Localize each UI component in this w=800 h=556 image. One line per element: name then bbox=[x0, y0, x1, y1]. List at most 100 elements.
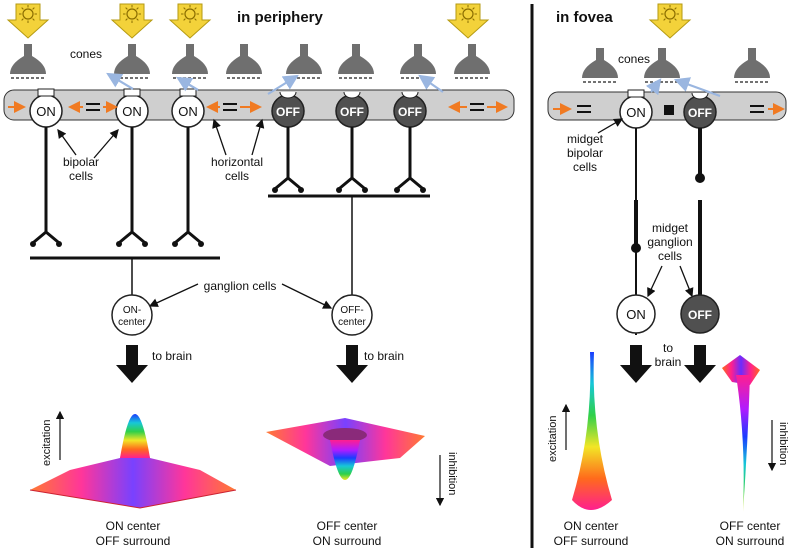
midget-off-terminal bbox=[695, 173, 705, 183]
sun-arrows-periphery bbox=[6, 3, 490, 39]
to-brain-label-fovea-1: to bbox=[663, 341, 673, 355]
midget-ganglion-label: midget ganglion cells bbox=[647, 221, 692, 263]
midget-bipolar-off-cell: OFF bbox=[683, 92, 717, 129]
axon-terminals-periphery bbox=[30, 176, 426, 247]
fovea-on-center-receptive-field-plot bbox=[572, 352, 612, 510]
gap-junction-fovea bbox=[664, 105, 674, 115]
inhibition-axis-left: inhibition bbox=[435, 452, 458, 507]
svg-text:cells: cells bbox=[69, 169, 93, 183]
cone-cell-icon bbox=[172, 44, 208, 79]
bipolar-axons-periphery bbox=[44, 127, 412, 232]
caption-periphery-on-1: ON center bbox=[106, 519, 161, 533]
midget-on-terminal bbox=[631, 243, 641, 253]
cone-cell-icon bbox=[114, 44, 150, 79]
svg-text:cells: cells bbox=[573, 160, 597, 174]
axon-terminal-icon bbox=[172, 230, 204, 247]
caption-fovea-on-1: ON center bbox=[564, 519, 619, 533]
svg-text:OFF-: OFF- bbox=[340, 305, 363, 316]
fovea-off-center-receptive-field-plot bbox=[722, 355, 760, 512]
svg-text:excitation: excitation bbox=[547, 416, 559, 462]
caption-periphery-off-2: ON surround bbox=[313, 534, 382, 548]
excitation-axis-left: excitation bbox=[41, 410, 65, 466]
on-label: ON bbox=[36, 104, 56, 119]
cones-fovea bbox=[582, 48, 770, 83]
cone-cell-icon bbox=[286, 44, 322, 79]
svg-text:ON-: ON- bbox=[123, 305, 141, 316]
off-center-receptive-field-plot bbox=[266, 418, 425, 480]
to-brain-label-fovea-2: brain bbox=[655, 355, 682, 369]
off-label: OFF bbox=[398, 105, 422, 119]
cone-cell-icon bbox=[582, 48, 618, 83]
svg-text:center: center bbox=[338, 317, 366, 328]
cone-cell-icon bbox=[454, 44, 490, 79]
sun-arrow-icon bbox=[6, 3, 50, 39]
midget-ganglion-off-cell: OFF bbox=[680, 294, 720, 334]
svg-text:horizontal: horizontal bbox=[211, 155, 263, 169]
caption-fovea-on-2: OFF surround bbox=[554, 534, 629, 548]
svg-text:midget: midget bbox=[652, 221, 689, 235]
down-arrow-icon bbox=[620, 345, 652, 383]
sun-arrow-icon bbox=[110, 3, 154, 39]
down-arrow-icon bbox=[336, 345, 368, 383]
cone-cell-icon bbox=[10, 44, 46, 79]
sun-arrow-icon bbox=[168, 3, 212, 39]
title-periphery: in periphery bbox=[237, 9, 324, 26]
svg-text:bipolar: bipolar bbox=[567, 146, 603, 160]
axon-terminal-icon bbox=[272, 176, 304, 193]
svg-text:cells: cells bbox=[658, 249, 682, 263]
sun-arrow-icon bbox=[648, 3, 692, 39]
on-label: ON bbox=[178, 104, 198, 119]
horizontal-coupling-periphery bbox=[86, 103, 484, 111]
to-brain-label-off: to brain bbox=[364, 349, 404, 363]
horizontal-cells-label: horizontal cells bbox=[211, 155, 263, 183]
cones-label-fovea: cones bbox=[618, 52, 650, 66]
bipolar-off-cell-1: OFF bbox=[271, 91, 305, 128]
caption-fovea-off-2: ON surround bbox=[716, 534, 785, 548]
bipolar-on-cell-3: ON bbox=[171, 88, 205, 128]
caption-fovea-off-1: OFF center bbox=[720, 519, 781, 533]
svg-text:cells: cells bbox=[225, 169, 249, 183]
cone-cell-icon bbox=[400, 44, 436, 79]
membrane-periphery bbox=[3, 89, 515, 121]
cone-cell-icon bbox=[338, 44, 374, 79]
axon-terminal-icon bbox=[116, 230, 148, 247]
down-arrow-icon bbox=[116, 345, 148, 383]
off-label: OFF bbox=[276, 105, 300, 119]
inhibition-axis-right: inhibition bbox=[767, 420, 789, 472]
on-center-ganglion-cell: ON- center bbox=[111, 294, 153, 336]
svg-text:inhibition: inhibition bbox=[777, 422, 789, 465]
svg-text:ganglion: ganglion bbox=[647, 235, 692, 249]
svg-text:center: center bbox=[118, 317, 146, 328]
cones-label-periphery: cones bbox=[70, 47, 102, 61]
excitation-axis-right: excitation bbox=[547, 403, 571, 462]
caption-periphery-off-1: OFF center bbox=[317, 519, 378, 533]
svg-text:bipolar: bipolar bbox=[63, 155, 99, 169]
axon-terminal-icon bbox=[336, 176, 368, 193]
sun-arrow-icon bbox=[446, 3, 490, 39]
blue-arrows-periphery bbox=[106, 72, 444, 95]
axon-terminal-icon bbox=[30, 230, 62, 247]
ganglion-cells-label: ganglion cells bbox=[204, 279, 277, 293]
midget-ganglion-on-cell: ON bbox=[616, 294, 656, 334]
svg-text:midget: midget bbox=[567, 132, 604, 146]
svg-text:excitation: excitation bbox=[41, 420, 53, 466]
on-label: ON bbox=[626, 307, 646, 322]
down-arrow-icon bbox=[684, 345, 716, 383]
bipolar-on-cell-1: ON bbox=[29, 88, 63, 128]
off-center-ganglion-cell: OFF- center bbox=[331, 294, 373, 336]
cone-cell-icon bbox=[226, 44, 262, 79]
midget-bipolar-label: midget bipolar cells bbox=[567, 132, 604, 174]
off-label: OFF bbox=[688, 106, 712, 120]
cones-periphery bbox=[10, 44, 490, 79]
to-brain-label-on: to brain bbox=[152, 349, 192, 363]
caption-periphery-on-2: OFF surround bbox=[96, 534, 171, 548]
cone-cell-icon bbox=[734, 48, 770, 83]
label-pointers-periphery bbox=[57, 118, 333, 309]
blue-arrows-fovea bbox=[645, 77, 721, 98]
off-label: OFF bbox=[688, 308, 712, 322]
on-label: ON bbox=[626, 105, 646, 120]
bipolar-cells-label: bipolar cells bbox=[63, 155, 99, 183]
sun-arrows-fovea bbox=[648, 3, 692, 39]
on-center-receptive-field-plot bbox=[29, 414, 237, 509]
